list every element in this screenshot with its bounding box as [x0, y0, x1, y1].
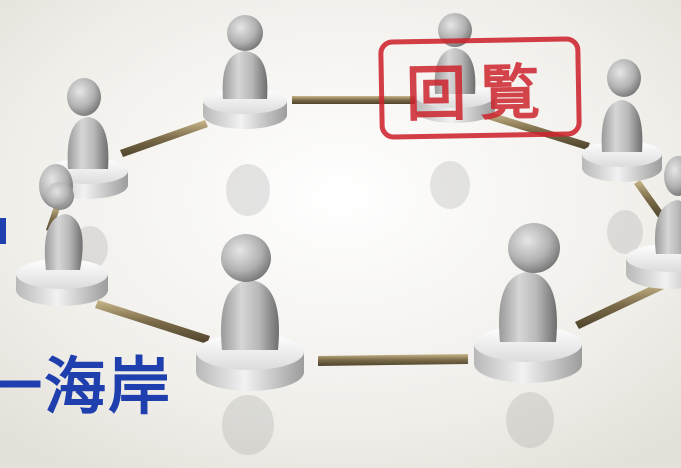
caption-text: 一海岸 [0, 350, 173, 423]
person-figure [474, 223, 582, 383]
edge-mark [0, 218, 6, 244]
person-figure [196, 234, 304, 391]
person-figure [203, 15, 287, 129]
floor-reflections [72, 161, 643, 455]
person-figure [626, 156, 681, 289]
person-figure [16, 164, 108, 306]
person-figure [415, 13, 495, 123]
circulation-stamp: 回覧 [378, 36, 582, 140]
person-figure [46, 182, 74, 210]
person-figure [582, 59, 662, 182]
